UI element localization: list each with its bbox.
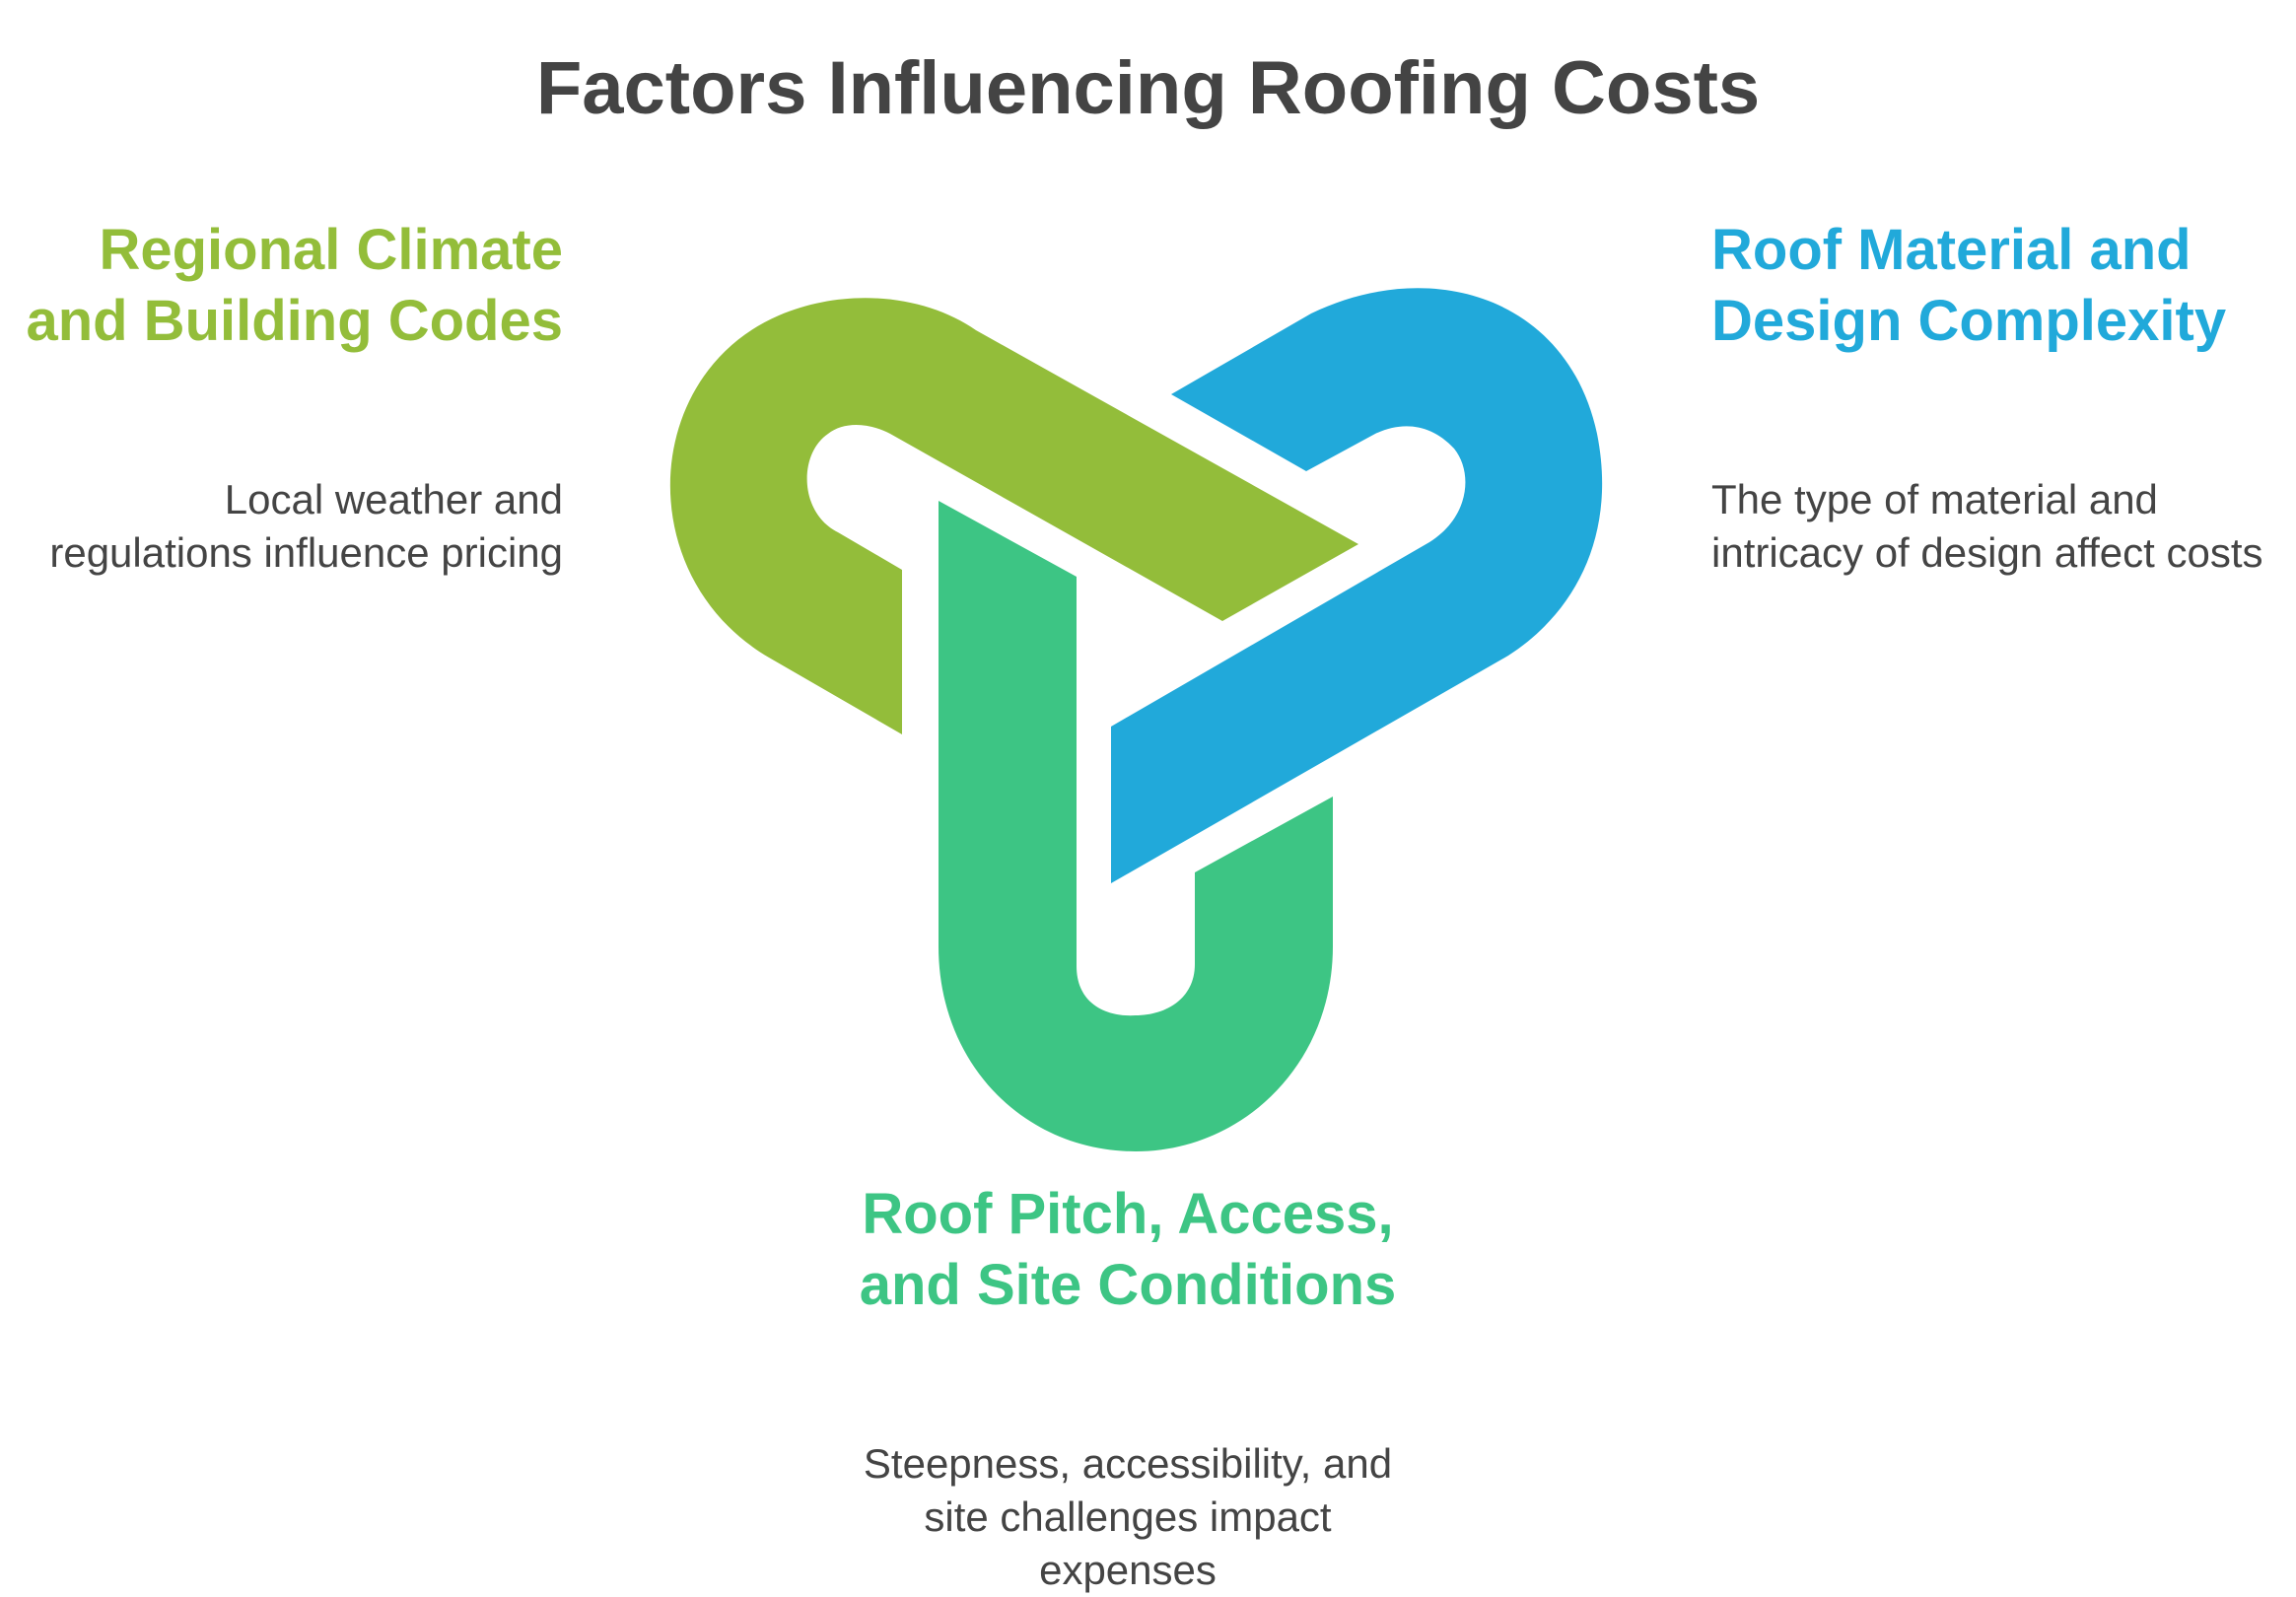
diagram-title: Factors Influencing Roofing Costs [535,46,1761,130]
factor-description-regional-climate: Local weather and regulations influence … [49,476,563,576]
factor-heading-roof-pitch: Roof Pitch, Access, and Site Conditions [859,1182,1397,1317]
blue-loop-band [1111,288,1603,883]
factor-description-roof-material: The type of material and intricacy of de… [1711,476,2263,576]
teal-loop-band [939,501,1333,1151]
factor-heading-roof-material: Roof Material and Design Complexity [1711,218,2227,353]
factor-description-roof-pitch: Steepness, accessibility, and site chall… [863,1440,1393,1593]
factor-heading-regional-climate: Regional Climate and Building Codes [26,218,563,353]
green-loop-band [669,298,1358,734]
